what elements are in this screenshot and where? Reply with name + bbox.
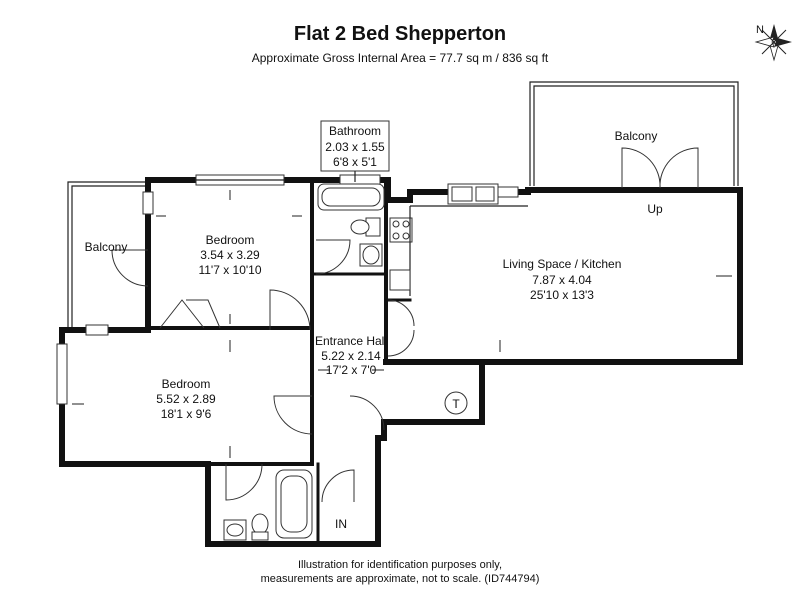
balcony-left-outline (67, 181, 146, 330)
room-imperial-bedroom-left: 18'1 x 9'6 (161, 407, 212, 421)
balcony-right-outline (529, 81, 739, 186)
room-name-living: Living Space / Kitchen (503, 257, 622, 271)
room-imperial-bathroom: 6'8 x 5'1 (333, 155, 377, 169)
plan-subtitle: Approximate Gross Internal Area = 77.7 s… (252, 51, 549, 65)
compass-icon: N (754, 24, 792, 62)
entrance-label: IN (335, 517, 347, 531)
plan-title: Flat 2 Bed Shepperton (294, 23, 506, 45)
room-name-bedroom-top: Bedroom (206, 233, 255, 247)
tank-label: T (452, 397, 460, 411)
doors (111, 147, 699, 503)
tank-icon (444, 391, 468, 415)
compass-north-label: N (756, 24, 764, 36)
windows (56, 174, 519, 405)
bathroom-label-box (320, 120, 390, 182)
room-imperial-hall: 17'2 x 7'0 (326, 363, 377, 377)
room-name-bedroom-left: Bedroom (162, 377, 211, 391)
room-imperial-bedroom-top: 11'7 x 10'10 (198, 263, 261, 277)
room-metric-bathroom: 2.03 x 1.55 (325, 140, 385, 154)
room-metric-living: 7.87 x 4.04 (532, 273, 592, 287)
room-name-balcony-left: Balcony (85, 240, 128, 254)
footer-line-2: measurements are approximate, not to sca… (261, 573, 540, 585)
room-metric-bedroom-top: 3.54 x 3.29 (200, 248, 260, 262)
room-metric-bedroom-left: 5.52 x 2.89 (156, 392, 216, 406)
up-label: Up (647, 202, 663, 216)
fixtures (223, 183, 528, 541)
room-name-hall: Entrance Hall (315, 334, 387, 348)
footer-line-1: Illustration for identification purposes… (298, 559, 502, 571)
room-metric-hall: 5.22 x 2.14 (321, 349, 381, 363)
room-name-bathroom: Bathroom (329, 124, 381, 138)
room-name-balcony-right: Balcony (615, 129, 658, 143)
room-imperial-living: 25'10 x 13'3 (530, 288, 594, 302)
dimension-arrows (72, 190, 732, 458)
